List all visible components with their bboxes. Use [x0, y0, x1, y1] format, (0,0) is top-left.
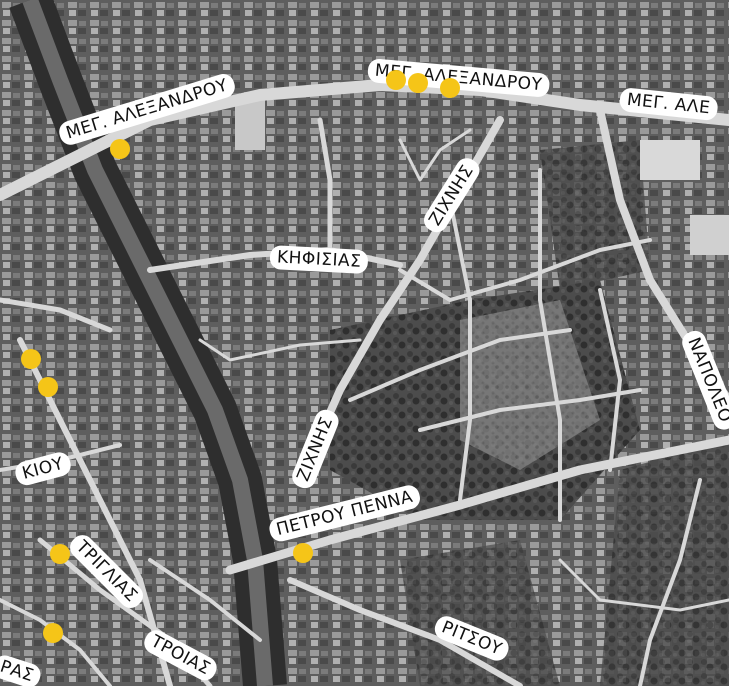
location-marker[interactable]: [43, 623, 63, 643]
location-marker[interactable]: [386, 70, 406, 90]
location-marker[interactable]: [21, 349, 41, 369]
location-marker[interactable]: [440, 78, 460, 98]
location-marker[interactable]: [293, 543, 313, 563]
location-marker[interactable]: [50, 544, 70, 564]
street-label-kifisias: ΚΗΦΙΣΙΑΣ: [269, 245, 369, 275]
location-marker[interactable]: [110, 139, 130, 159]
location-marker[interactable]: [38, 377, 58, 397]
location-marker[interactable]: [408, 73, 428, 93]
